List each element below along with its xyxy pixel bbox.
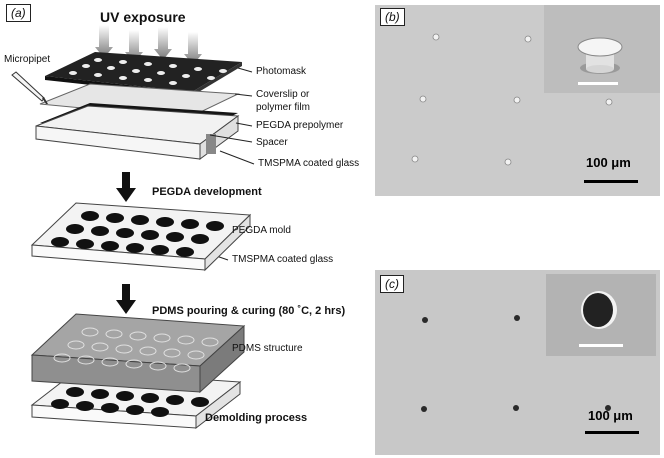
uv-arrows: [95, 25, 202, 65]
development-label: PEGDA development: [152, 186, 262, 198]
uv-exposure-label: UV exposure: [100, 9, 186, 25]
inset-b: [544, 5, 660, 93]
scale-label-c: 100 μm: [588, 408, 633, 423]
pillar-closeup: [577, 37, 623, 74]
polymer-film-label: polymer film: [256, 102, 310, 113]
micropipet-label: Micropipet: [4, 54, 51, 65]
hole-dots-c: [421, 315, 611, 412]
glass-substrate: [35, 105, 240, 160]
micropipet-icon: [11, 71, 48, 104]
coated-glass-label-2: TMSPMA coated glass: [232, 254, 334, 265]
fabrication-schematic: [11, 25, 255, 430]
hole-closeup: [581, 291, 617, 329]
prepolymer-label: PEGDA prepolymer: [256, 120, 344, 131]
pdms-structure-diagram: [30, 313, 246, 394]
panel-c-tag: (c): [380, 275, 404, 293]
demolding-label: Demolding process: [205, 412, 308, 424]
pouring-curing-label: PDMS pouring & curing (80 ˚C, 2 hrs): [152, 305, 346, 317]
pegda-mold-label: PEGDA mold: [232, 225, 291, 236]
photomask-label: Photomask: [256, 66, 307, 77]
inset-scale-bar-c: [579, 344, 623, 347]
scale-bar-c: [585, 431, 639, 434]
coverslip-label: Coverslip or: [256, 89, 310, 100]
coated-glass-label-1: TMSPMA coated glass: [258, 158, 360, 169]
pillar-dots-b: [411, 33, 613, 166]
spacer-label: Spacer: [256, 137, 288, 148]
panel-a-tag: (a): [6, 4, 31, 22]
scale-bar-b: [584, 180, 638, 183]
sem-image-c: [375, 270, 660, 455]
pegda-mold-diagram: [30, 202, 252, 272]
panel-b-tag: (b): [380, 8, 405, 26]
pdms-structure-label: PDMS structure: [232, 343, 303, 354]
inset-scale-bar-b: [578, 82, 618, 85]
scale-label-b: 100 μm: [586, 155, 631, 170]
process-arrows: [116, 172, 136, 314]
inset-c: [546, 274, 656, 356]
sem-image-b: [375, 5, 660, 196]
